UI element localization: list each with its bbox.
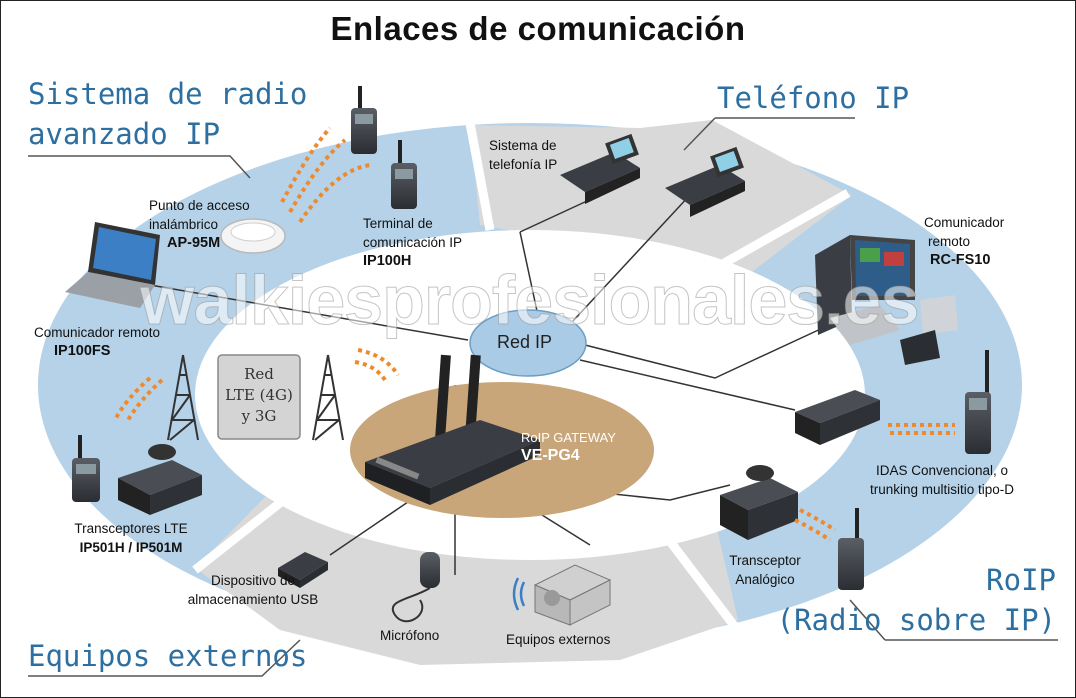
usb-line-1: Dispositivo de <box>210 573 296 588</box>
usb-storage-icon <box>278 552 328 588</box>
idas-line-2: trunking multisitio tipo-D <box>869 482 1015 497</box>
gateway-model: VE-PG4 <box>521 447 580 464</box>
lte-transceivers-line-1: Transceptores LTE <box>74 521 188 536</box>
lte-network-label: Red LTE (4G) y 3G <box>218 364 300 427</box>
section-ip-radio-line-2: avanzado IP <box>28 117 221 151</box>
section-ip-radio: Sistema de radio avanzado IP <box>28 74 307 154</box>
lte-network-box <box>217 354 301 440</box>
laptop-icon <box>65 222 160 308</box>
page-title: Enlaces de comunicación <box>330 10 746 47</box>
desktop-computer-icon <box>815 235 958 365</box>
analog-line-2: Analógico <box>735 572 795 587</box>
section-roip-line-2: (Radio sobre IP) <box>776 603 1056 637</box>
analog-handheld-icon <box>838 508 864 590</box>
watermark: walkiesprofesionales.es <box>140 261 921 340</box>
remote-left-line-1: Comunicador remoto <box>34 325 161 340</box>
microphone-label: Micrófono <box>380 628 440 643</box>
digital-handheld-icon <box>965 350 991 454</box>
cell-tower-icon-2 <box>312 354 344 441</box>
ip-phone-icon-1 <box>560 133 640 204</box>
terminal-model: IP100H <box>363 253 412 269</box>
external-speaker-icon <box>533 564 612 626</box>
ip-network-node <box>469 309 587 377</box>
lte-transceivers-line-2: IP501H / IP501M <box>79 540 183 555</box>
remote-right-line-1: Comunicador <box>924 215 1005 230</box>
external-equipment-label: Equipos externos <box>506 632 611 647</box>
ip-network-label: Red IP <box>497 332 553 352</box>
terminal-line-2: comunicación IP <box>363 235 463 250</box>
remote-right-line-2: remoto <box>928 234 971 249</box>
ip-phone-icon-2 <box>665 146 745 217</box>
gateway-label: RoIP GATEWAY <box>521 430 616 445</box>
lte-line-2: LTE (4G) <box>225 386 293 404</box>
access-point-line-2: inalámbrico <box>149 217 219 232</box>
lte-line-1: Red <box>244 365 274 383</box>
gateway-device-icon <box>365 354 540 505</box>
access-point-label: Punto de acceso inalámbrico AP-95M <box>149 196 250 253</box>
remote-left-label: Comunicador remoto IP100FS <box>34 323 160 361</box>
section-ip-radio-line-1: Sistema de radio <box>28 77 308 111</box>
remote-left-model: IP100FS <box>54 343 111 359</box>
terminal-label: Terminal de comunicación IP IP100H <box>363 214 462 271</box>
section-roip: RoIP (Radio sobre IP) <box>777 560 1056 640</box>
access-point-icon <box>220 218 286 254</box>
lte-mobile-icon <box>118 444 202 515</box>
remote-right-model: RC-FS10 <box>930 252 991 268</box>
section-external: Equipos externos <box>28 639 308 673</box>
analog-mobile-icon <box>720 465 798 540</box>
idas-line-1: IDAS Convencional, o <box>875 463 1009 478</box>
lte-transceivers-label: Transceptores LTE IP501H / IP501M <box>63 519 199 557</box>
lte-line-3: y 3G <box>241 407 277 425</box>
phone-system-line-2: telefonía IP <box>489 157 558 172</box>
analog-line-1: Transceptor <box>729 553 801 568</box>
section-ip-phone: Teléfono IP <box>717 81 910 115</box>
access-point-line-1: Punto de acceso <box>149 198 250 213</box>
cell-tower-icon-1 <box>167 354 199 441</box>
usb-label: Dispositivo de almacenamiento USB <box>182 571 324 609</box>
phone-system-line-1: Sistema de <box>489 138 557 153</box>
ip-handheld-icon-2 <box>391 140 417 209</box>
section-leader-lines <box>28 117 1058 677</box>
radio-waves <box>113 126 955 542</box>
speaker-waves <box>512 577 526 611</box>
section-roip-line-1: RoIP <box>986 563 1056 597</box>
analog-label: Transceptor Analógico <box>725 551 805 589</box>
idas-label: IDAS Convencional, o trunking multisitio… <box>866 461 1018 499</box>
access-point-model: AP-95M <box>167 235 221 251</box>
remote-right-label: Comunicador remoto RC-FS10 <box>924 213 1004 270</box>
usb-line-2: almacenamiento USB <box>187 592 319 607</box>
terminal-line-1: Terminal de <box>363 216 433 231</box>
idas-repeater-icon <box>795 390 880 445</box>
microphone-icon <box>391 552 440 623</box>
phone-system-label: Sistema de telefonía IP <box>489 136 557 174</box>
ip-handheld-icon-1 <box>351 86 377 154</box>
lte-handheld-icon <box>72 435 100 502</box>
